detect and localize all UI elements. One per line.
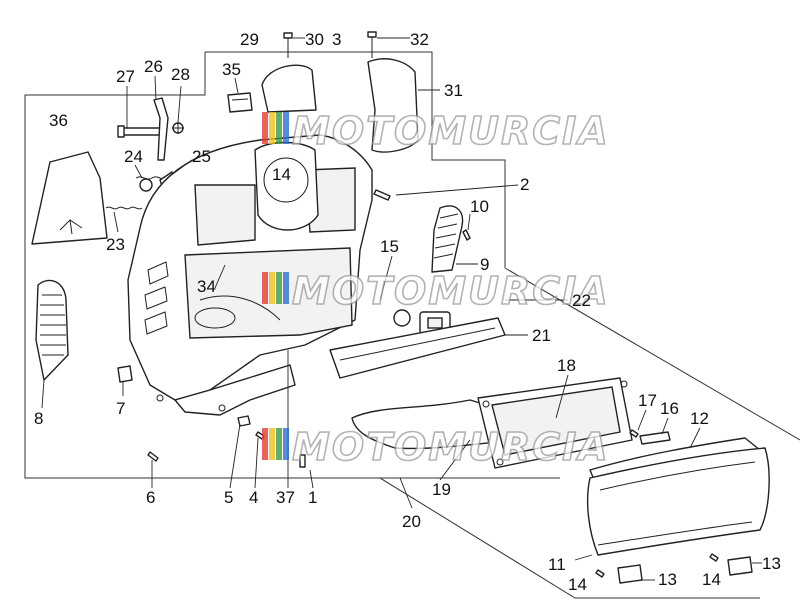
watermark-middle: MOTOMURCIA	[262, 268, 610, 314]
part-7-clip	[117, 365, 133, 383]
callout-10: 10	[470, 197, 489, 216]
part-9-grille	[431, 205, 464, 273]
callout-20: 20	[402, 512, 421, 531]
callout-32: 32	[410, 30, 429, 49]
callout-13-left: 13	[658, 570, 677, 589]
callout-30: 30	[305, 30, 324, 49]
part-21-trim	[329, 317, 506, 379]
callout-14-left: 14	[568, 575, 587, 594]
callout-3: 3	[332, 30, 341, 49]
callout-19: 19	[432, 480, 451, 499]
callout-11: 11	[548, 555, 566, 574]
callout-labels: 29 30 3 32 35 26 27 28 31 36 24 25 14 2 …	[34, 30, 781, 594]
watermark-top: MOTOMURCIA	[262, 108, 610, 154]
callout-22: 22	[572, 291, 591, 310]
part-8-grille	[35, 279, 69, 381]
part-36-panel	[31, 151, 108, 245]
part-19-panel	[351, 399, 521, 450]
callout-5: 5	[224, 488, 233, 507]
callout-7: 7	[116, 399, 125, 418]
watermark-bottom: MOTOMURCIA	[262, 424, 610, 470]
callout-15: 15	[380, 237, 399, 256]
callout-12: 12	[690, 409, 709, 428]
callout-14-right: 14	[702, 570, 721, 589]
callout-24: 24	[124, 147, 143, 166]
part-26-bracket	[117, 97, 184, 161]
callout-16: 16	[660, 399, 679, 418]
callout-2: 2	[520, 175, 529, 194]
callout-29: 29	[240, 30, 259, 49]
callout-36: 36	[49, 111, 68, 130]
part-13-hinges	[595, 553, 753, 584]
callout-18: 18	[557, 356, 576, 375]
watermark-text: MOTOMURCIA	[292, 269, 610, 313]
callout-1: 1	[308, 488, 317, 507]
part-16-latch	[629, 429, 671, 445]
part-31-cover	[367, 58, 419, 153]
callout-8: 8	[34, 409, 43, 428]
callout-31: 31	[444, 81, 463, 100]
part-29-cover	[261, 64, 317, 113]
callout-23: 23	[106, 235, 125, 254]
callout-9: 9	[480, 255, 489, 274]
callout-6: 6	[146, 488, 155, 507]
part-1-legshield-body	[127, 134, 373, 416]
part-2-screw	[373, 189, 391, 201]
callout-34: 34	[197, 277, 216, 296]
callout-14: 14	[272, 165, 291, 184]
part-18-lid-frame	[477, 377, 633, 469]
callout-37: 37	[276, 488, 295, 507]
screws-30-32	[283, 31, 377, 58]
assembly-frame	[24, 51, 800, 599]
part-11-glovebox-door	[586, 447, 770, 556]
callout-26: 26	[144, 57, 163, 76]
callout-17: 17	[638, 391, 657, 410]
part-10-screw	[462, 229, 471, 241]
leader-lines	[41, 37, 762, 581]
callout-27: 27	[116, 67, 135, 86]
watermark-text: MOTOMURCIA	[292, 425, 610, 469]
callout-35: 35	[222, 60, 241, 79]
callout-21: 21	[532, 326, 551, 345]
callout-25: 25	[192, 147, 211, 166]
callout-28: 28	[171, 65, 190, 84]
part-35-clip	[227, 92, 253, 113]
callout-13-right: 13	[762, 554, 781, 573]
watermark-text: MOTOMURCIA	[292, 109, 610, 153]
callout-4: 4	[249, 488, 258, 507]
